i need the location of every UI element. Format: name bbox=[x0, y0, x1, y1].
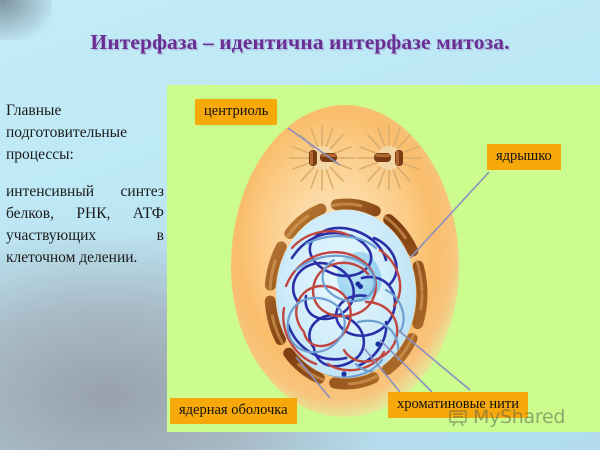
description-paragraph-1: Главные подготовительные процессы: bbox=[6, 102, 127, 163]
paragraph-spacer bbox=[6, 166, 164, 181]
label-nucleolus[interactable]: ядрышко bbox=[487, 144, 561, 170]
nucleolus-dot bbox=[358, 284, 363, 289]
label-nuclear-envelope[interactable]: ядерная оболочка bbox=[170, 398, 297, 424]
nucleus bbox=[262, 198, 430, 390]
centriole-aster-right bbox=[352, 121, 426, 195]
description-text: Главные подготовительные процессы: интен… bbox=[6, 100, 164, 269]
description-paragraph-2: интенсивный синтез белков, РНК, АТФ учас… bbox=[6, 183, 164, 266]
label-centriole[interactable]: центриоль bbox=[195, 99, 278, 125]
watermark: MyShared bbox=[447, 404, 565, 430]
nuclear-envelope bbox=[264, 198, 428, 390]
diagram-panel bbox=[167, 85, 600, 432]
centriole-aster-left bbox=[285, 121, 359, 195]
myshared-logo-icon bbox=[449, 410, 467, 427]
page-title: Интерфаза – идентична интерфазе митоза. bbox=[90, 30, 510, 54]
watermark-text: MyShared bbox=[473, 406, 566, 428]
